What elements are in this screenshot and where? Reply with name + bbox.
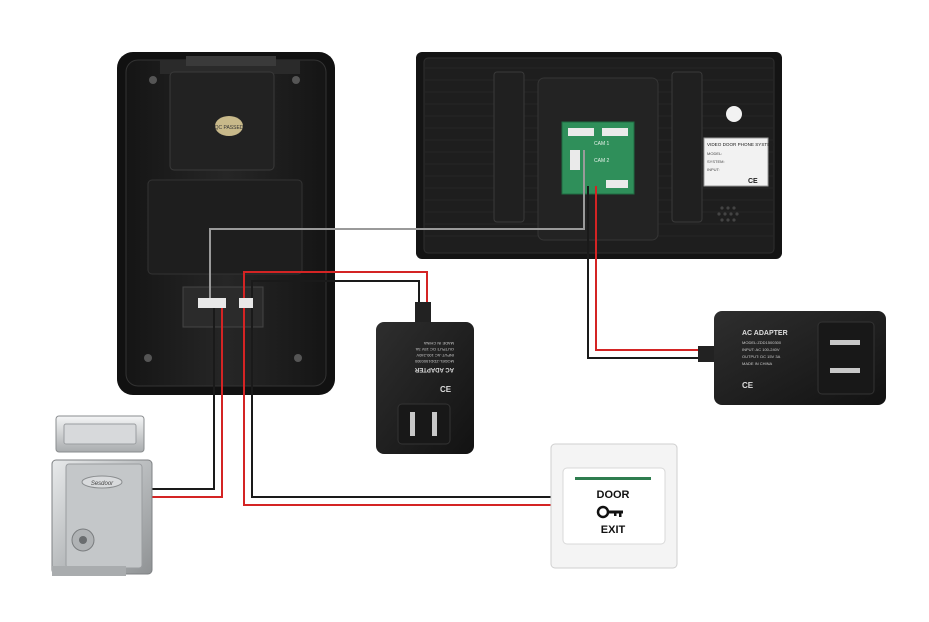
adapter-right-title: AC ADAPTER [742,330,788,337]
lock-red-wire [140,308,223,498]
panel-power-red-wire [243,271,428,305]
panel-connector-2pin [239,298,253,308]
plug-prong-icon [410,412,415,436]
screw-icon [294,354,302,362]
svg-text:INPUT: AC 100-240V: INPUT: AC 100-240V [416,353,454,358]
exit-button-door-label: DOOR [597,489,630,501]
ce-mark-icon: CE [748,178,758,185]
screw-icon [149,76,157,84]
port-cam2-label: CAM 2 [594,158,610,164]
svg-text:MODEL:: MODEL: [707,151,722,156]
exit-red-wire [243,308,552,506]
screw-icon [144,354,152,362]
ce-mark-icon: CE [742,381,754,390]
svg-text:INPUT: AC 100-240V: INPUT: AC 100-240V [742,347,780,352]
svg-text:MADE IN CHINA: MADE IN CHINA [423,341,454,346]
ac-adapter-right: AC ADAPTER MODEL:ZDD1500300 INPUT: AC 10… [698,311,886,405]
monitor-power-red-wire [595,186,700,351]
speaker-grille-icon [717,206,739,222]
electric-lock: Sesdoor [51,415,153,576]
key-icon [596,505,623,519]
svg-text:INPUT:: INPUT: [707,167,720,172]
plug-prong-icon [432,412,437,436]
screw-icon [292,76,300,84]
exit-black-wire [251,308,552,498]
exit-button-green-stripe [575,477,651,480]
svg-text:MODEL:ZDD1500300: MODEL:ZDD1500300 [742,340,782,345]
wiring [140,150,700,506]
svg-text:OUTPUT: DC 15V 3A: OUTPUT: DC 15V 3A [742,354,781,359]
ul-badge-icon [726,106,742,122]
qc-sticker [215,116,243,136]
indoor-monitor: CAM 1 CAM 2 VIDEO DOOR PHONE SYSTEM MODE… [416,52,782,259]
panel-connector-4pin [198,298,226,308]
svg-text:MODEL:ZDD1500300: MODEL:ZDD1500300 [414,359,454,364]
svg-text:SYSTEM:: SYSTEM: [707,159,725,164]
monitor-spec-label [703,137,769,187]
panel-power-black-wire [251,280,420,305]
lock-black-wire [140,308,215,490]
monitor-power-black-wire [587,186,700,359]
exit-button-exit-label: EXIT [601,524,626,536]
qc-sticker-text: QC PASSED [215,125,244,131]
signal-cable [209,150,585,298]
plug-prong-icon [830,340,860,345]
doorbell-panel: QC PASSED [117,52,335,395]
adapter-left-title: AC ADAPTER [414,366,454,372]
ac-adapter-left: AC ADAPTER MODEL:ZDD1500300 INPUT: AC 10… [376,302,474,454]
plug-prong-icon [830,368,860,373]
svg-text:MADE IN CHINA: MADE IN CHINA [742,361,773,366]
port-cam1-label: CAM 1 [594,141,610,147]
svg-text:OUTPUT: DC 15V 3A: OUTPUT: DC 15V 3A [415,347,454,352]
ce-mark-icon: CE [440,385,452,394]
monitor-label-title: VIDEO DOOR PHONE SYSTEM [707,142,774,147]
exit-button: DOOR EXIT [550,443,678,569]
lock-brand-label: Sesdoor [91,481,114,487]
